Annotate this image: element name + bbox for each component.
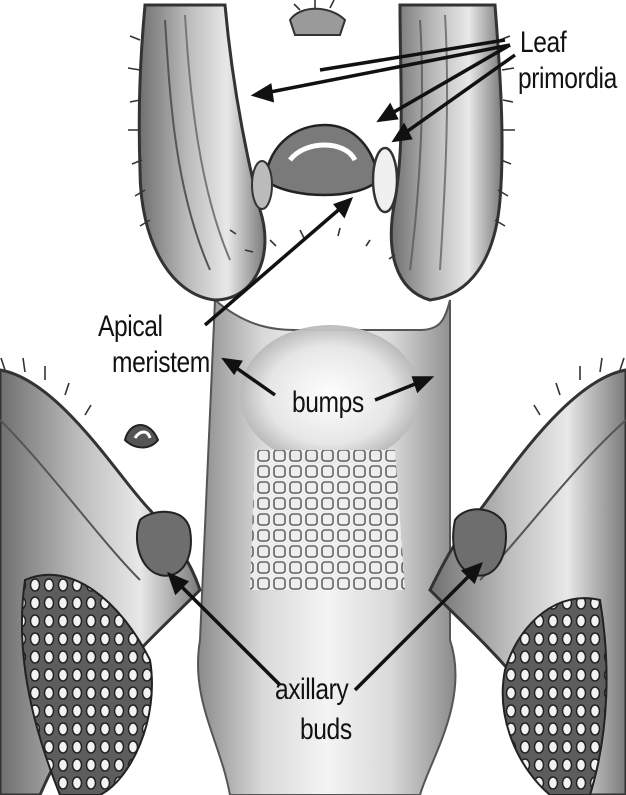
axillary-buds-label-line1: axillary — [275, 675, 348, 705]
leaf-primordia-label-line2: primordia — [518, 64, 617, 94]
vascular-tissue — [250, 450, 405, 590]
leaf-primordia-label-line1: Leaf — [520, 28, 566, 58]
axillary-buds-label-line2: buds — [300, 715, 352, 745]
apical-meristem-label-line2: meristem — [112, 348, 210, 378]
apical-dome — [265, 125, 378, 195]
apical-meristem-label-line1: Apical — [98, 312, 163, 342]
left-leaf — [139, 5, 265, 300]
left-axillary-bud — [137, 512, 191, 576]
bumps-label: bumps — [292, 388, 364, 418]
